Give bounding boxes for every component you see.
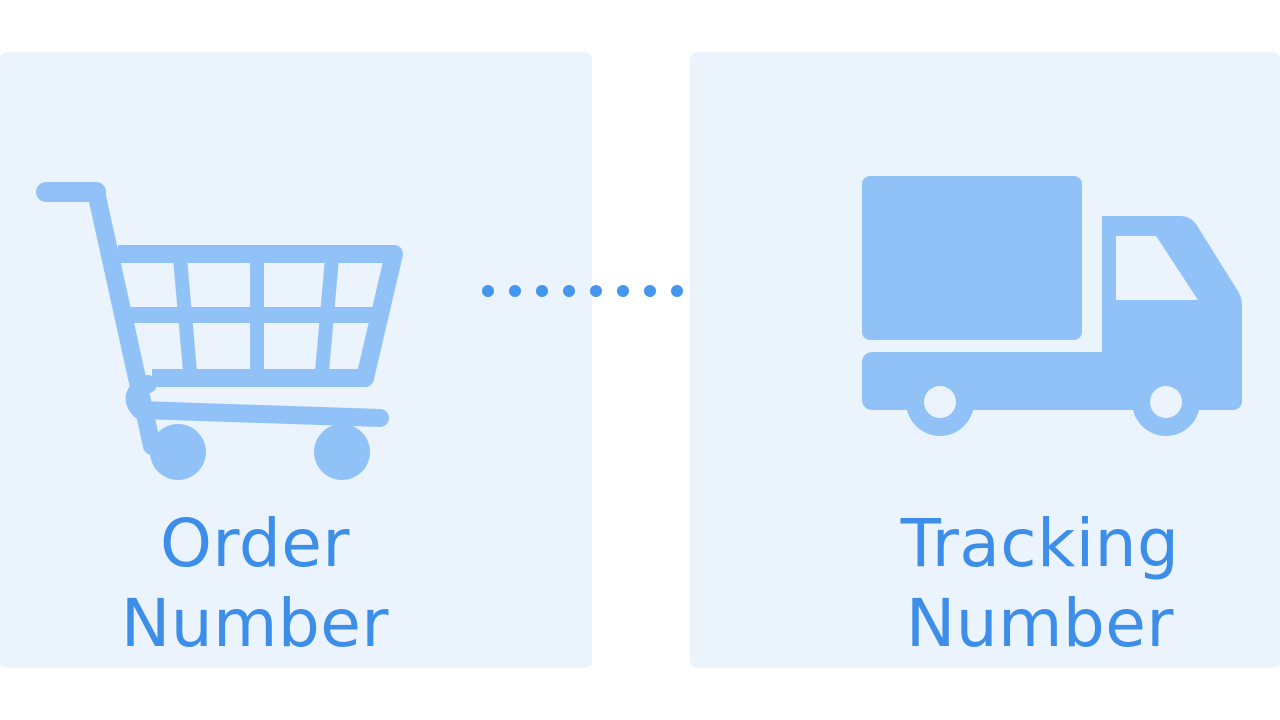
order-number-panel: Order Number bbox=[0, 52, 592, 668]
tracking-number-label: Tracking Number bbox=[850, 504, 1230, 664]
tracking-label-line-2: Number bbox=[905, 585, 1175, 662]
order-number-label: Order Number bbox=[40, 504, 470, 664]
order-label-line-1: Order bbox=[159, 505, 351, 582]
delivery-truck-icon bbox=[862, 176, 1242, 436]
shopping-cart-icon bbox=[36, 182, 403, 480]
tracking-number-panel: Tracking Number bbox=[690, 52, 1280, 668]
tracking-label-line-1: Tracking bbox=[900, 505, 1180, 582]
order-label-line-2: Number bbox=[120, 585, 390, 662]
